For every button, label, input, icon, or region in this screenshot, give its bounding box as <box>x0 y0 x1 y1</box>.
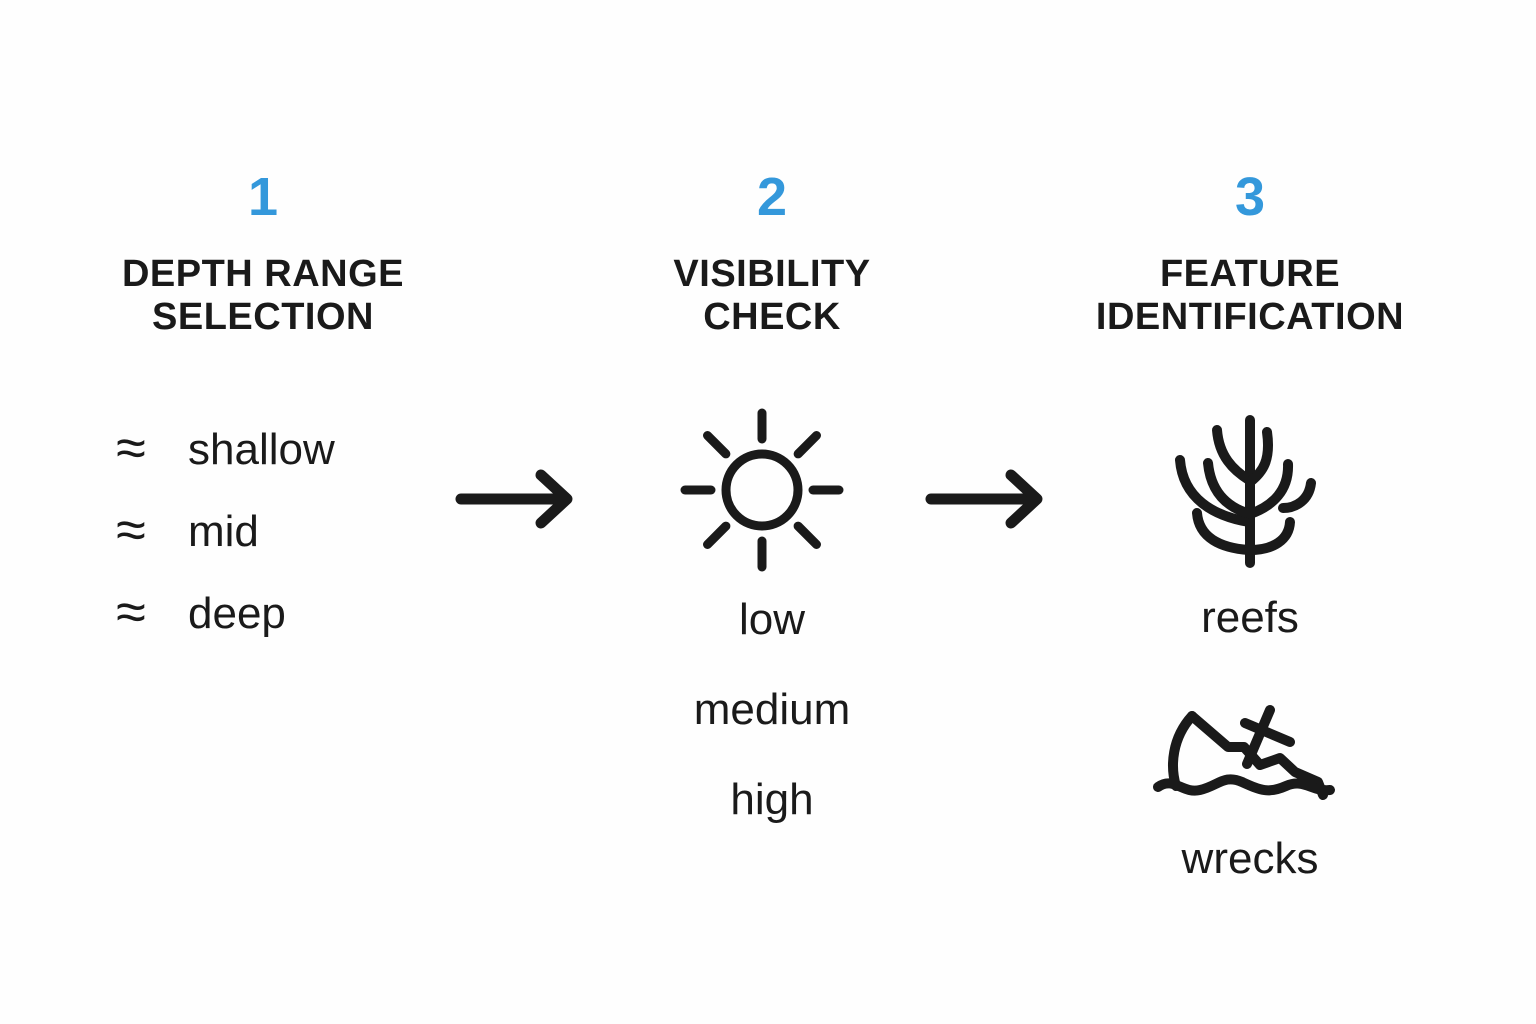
wave-icon: ≈ <box>116 418 146 478</box>
step-1-title: DEPTH RANGE SELECTION <box>121 253 405 339</box>
feature-label-wrecks: wrecks <box>1181 834 1319 883</box>
step-1-number: 1 <box>247 167 279 227</box>
depth-option-label: mid <box>188 507 259 556</box>
depth-option-deep[interactable]: ≈ deep <box>100 585 335 639</box>
visibility-option-medium[interactable]: medium <box>693 685 851 734</box>
coral-branch-icon <box>1163 398 1338 578</box>
visibility-option-low[interactable]: low <box>738 595 806 644</box>
arrow-right-icon-1 <box>455 468 585 530</box>
step-3-number-wrap: 3 <box>1040 170 1460 224</box>
wave-icon: ≈ <box>116 582 146 642</box>
step-2-heading-wrap: VISIBILITY CHECK <box>562 253 982 340</box>
step-2-number-wrap: 2 <box>562 170 982 224</box>
depth-option-shallow[interactable]: ≈ shallow <box>100 421 335 475</box>
depth-option-mid[interactable]: ≈ mid <box>100 503 335 557</box>
feature-label-reefs: reefs <box>1201 593 1299 642</box>
step-3-number: 3 <box>1234 167 1266 227</box>
shipwreck-icon <box>1150 690 1350 815</box>
step-1-heading-wrap: DEPTH RANGE SELECTION <box>63 253 463 340</box>
step-1-number-wrap: 1 <box>63 170 463 224</box>
step-2-title: VISIBILITY CHECK <box>673 253 871 339</box>
feature-item-reefs[interactable]: reefs <box>1040 398 1460 640</box>
step-3-heading-wrap: FEATURE IDENTIFICATION <box>1040 253 1460 340</box>
feature-item-wrecks[interactable]: wrecks <box>1040 690 1460 881</box>
depth-range-option-list: ≈ shallow ≈ mid ≈ deep <box>100 421 335 639</box>
visibility-option-list: low medium high <box>562 598 982 822</box>
depth-option-label: deep <box>188 589 286 638</box>
arrow-right-icon-2 <box>925 468 1055 530</box>
step-3-title: FEATURE IDENTIFICATION <box>1095 253 1405 339</box>
sun-icon <box>672 400 852 580</box>
step-2-number: 2 <box>756 167 788 227</box>
wave-icon: ≈ <box>116 500 146 560</box>
depth-option-label: shallow <box>188 425 335 474</box>
visibility-option-high[interactable]: high <box>730 775 814 824</box>
